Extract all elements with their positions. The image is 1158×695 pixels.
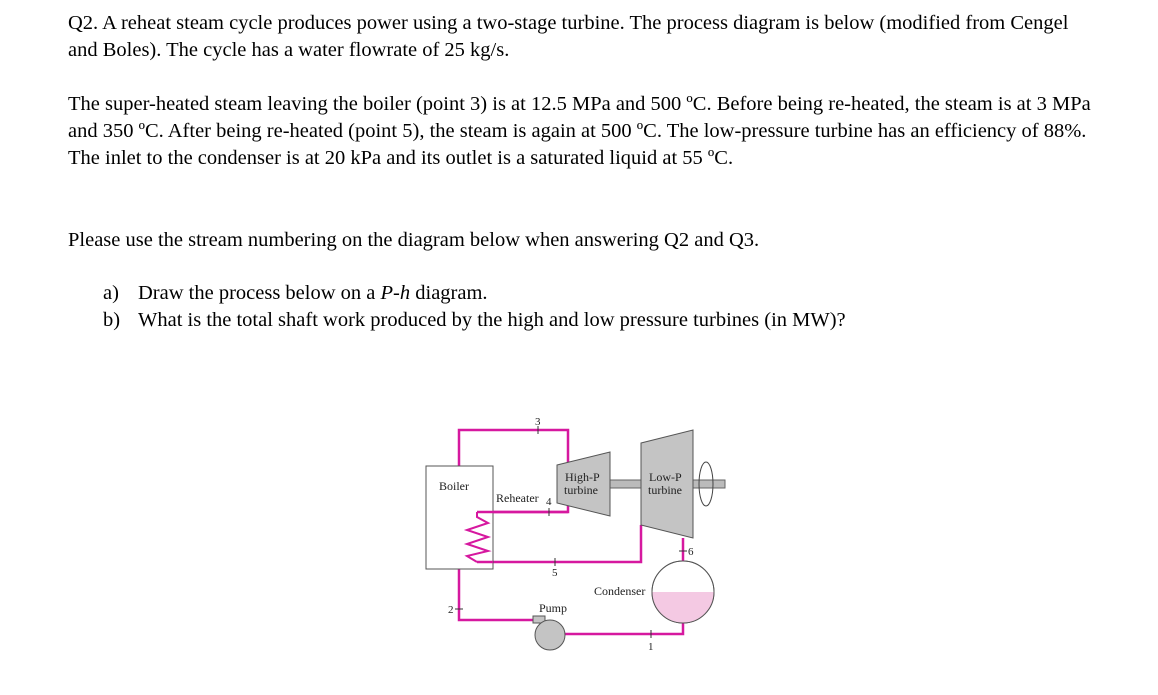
item-text-end: diagram. [410,282,488,304]
pipe-1 [565,623,685,636]
item-text: Draw the process below on a [138,282,381,304]
item-marker: a) [103,282,119,304]
stream-4: 4 [546,496,552,508]
stream-6: 6 [688,546,694,558]
item-italic: P-h [380,282,411,304]
rotation-icon [698,461,714,507]
lp-label-1: Low-P [649,470,682,484]
condenser-label: Condenser [594,584,645,598]
condenser-liquid [652,592,714,623]
item-text: What is the total shaft work produced by… [138,309,846,331]
boiler-label: Boiler [439,479,469,493]
stream-5: 5 [552,567,558,579]
high-p-turbine [556,451,611,517]
stream-3: 3 [535,416,541,428]
item-b: b) What is the total shaft work produced … [103,307,846,334]
hp-label-2: turbine [564,483,598,497]
shaft [609,479,642,489]
low-p-turbine [640,429,694,539]
hp-label-1: High-P [565,470,600,484]
reheater-label: Reheater [496,491,539,505]
pump-label: Pump [539,601,567,615]
pipe-2 [457,569,536,622]
pump [534,619,566,651]
stream-1: 1 [648,641,654,653]
lp-label-2: turbine [648,483,682,497]
item-a: a) Draw the process below on a P-h diagra… [103,280,488,307]
stream-2: 2 [448,604,454,616]
item-marker: b) [103,309,121,331]
question-intro: Q2. A reheat steam cycle produces power … [68,12,1069,61]
question-instruction: Please use the stream numbering on the d… [68,229,760,251]
question-conditions: The super-heated steam leaving the boile… [68,93,1091,169]
pipe-5 [477,525,643,564]
reheater-coil-icon [463,512,492,563]
output-shaft [692,479,726,489]
pipe-3 [457,428,570,466]
